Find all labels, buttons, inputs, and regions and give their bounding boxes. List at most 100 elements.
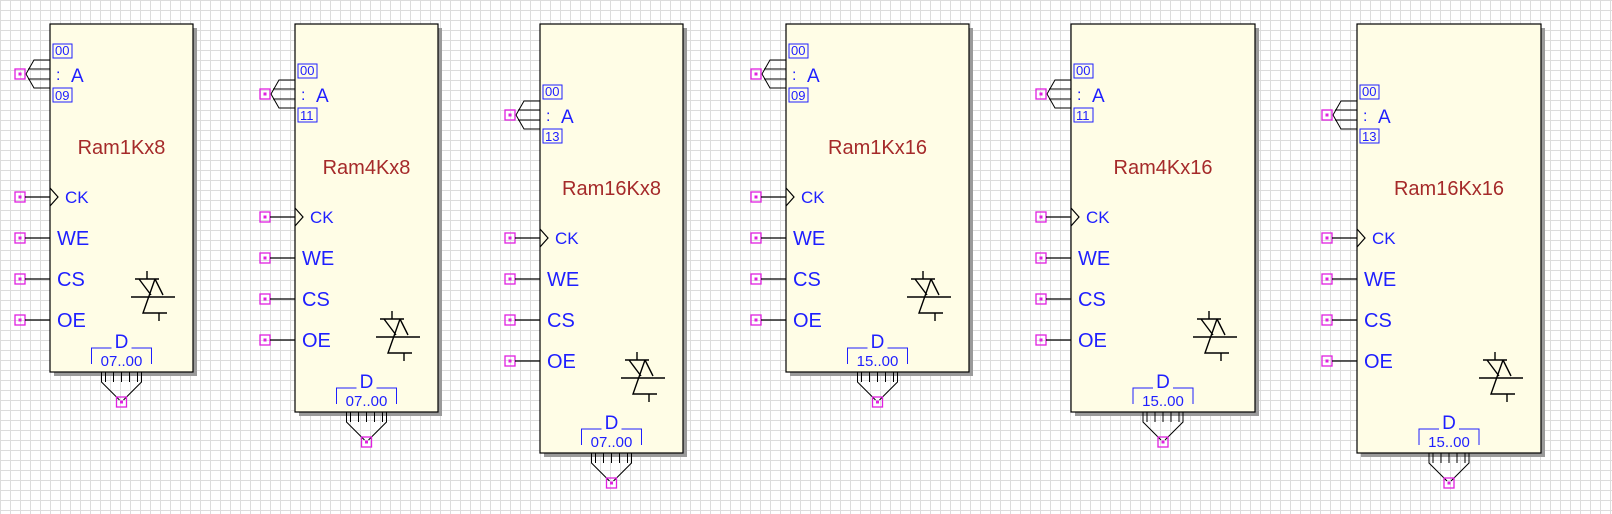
pin-port-cs-dot — [1039, 297, 1043, 301]
data-pin-label: D — [115, 332, 129, 353]
address-port-dot — [1325, 113, 1329, 117]
data-port-dot — [120, 400, 123, 404]
data-port[interactable] — [360, 436, 373, 448]
pin-port-ck-dot — [1039, 215, 1043, 219]
pin-port-oe-dot — [263, 338, 267, 342]
pin-label-we: WE — [793, 228, 825, 250]
pin-port-ck-dot — [18, 195, 22, 199]
block-body[interactable] — [1070, 23, 1256, 413]
block-body[interactable] — [785, 23, 970, 373]
pin-port-cs-dot — [1325, 318, 1329, 322]
data-bus-line — [1450, 453, 1470, 482]
data-pin-label: D — [605, 413, 619, 434]
addr-dots: : — [1363, 108, 1367, 125]
data-port-dot — [365, 440, 368, 444]
pin-label-cs: CS — [547, 310, 575, 332]
data-bracket — [581, 428, 602, 445]
data-pin-label: D — [360, 372, 374, 393]
data-port[interactable] — [871, 396, 884, 408]
pin-port-ck-dot — [263, 215, 267, 219]
address-port-dot — [263, 92, 267, 96]
data-bus-line — [613, 453, 632, 482]
pin-port-oe-dot — [1325, 359, 1329, 363]
pin-label-oe: OE — [1364, 351, 1393, 373]
data-bracket — [1173, 387, 1194, 404]
addr-end-box — [297, 107, 318, 123]
address-bus-line — [761, 59, 786, 75]
pin-port-oe-dot — [508, 359, 512, 363]
pin-port-we-dot — [754, 236, 758, 240]
part-name: Ram1Kx16 — [828, 137, 927, 159]
address-port[interactable] — [504, 109, 516, 121]
addr-start-box — [297, 63, 318, 79]
data-range-label: 15..00 — [857, 353, 899, 370]
data-bracket — [887, 347, 908, 364]
address-bus-line — [1046, 79, 1071, 95]
addr-end-box — [1359, 128, 1380, 144]
data-bus-line — [368, 412, 387, 441]
address-bus-line — [270, 93, 295, 109]
block-body[interactable] — [294, 23, 439, 413]
data-bus-line — [1142, 412, 1162, 441]
addr-start-box — [788, 43, 809, 59]
address-port[interactable] — [1321, 109, 1333, 121]
data-port[interactable] — [1157, 436, 1169, 448]
addr-end-box — [52, 87, 73, 103]
data-range-label: 07..00 — [101, 353, 143, 370]
pin-port-ck-dot — [754, 195, 758, 199]
addr-dots: : — [546, 108, 550, 125]
data-port-dot — [1447, 481, 1451, 485]
addr-start-label: 00 — [545, 84, 559, 99]
addr-start-label: 00 — [55, 43, 69, 58]
clock-edge-icon — [49, 187, 59, 207]
data-port[interactable] — [605, 477, 618, 489]
data-range-label: 15..00 — [1142, 393, 1184, 410]
data-pin-label: D — [871, 332, 885, 353]
address-bus-line — [25, 59, 50, 75]
pin-port-cs-dot — [18, 277, 22, 281]
addr-pin-label: A — [561, 107, 574, 128]
pin-label-oe: OE — [547, 351, 576, 373]
addr-end-label: 11 — [300, 108, 314, 123]
data-bus-line — [1164, 412, 1184, 441]
part-name: Ram1Kx8 — [78, 137, 166, 159]
address-port[interactable] — [750, 68, 762, 80]
addr-pin-label: A — [1378, 107, 1391, 128]
addr-end-label: 13 — [1362, 129, 1376, 144]
data-port-dot — [1161, 440, 1165, 444]
addr-dots: : — [1077, 87, 1081, 104]
pin-label-ck: CK — [1086, 208, 1110, 227]
clock-edge-icon — [785, 187, 795, 207]
addr-start-box — [542, 84, 563, 100]
pin-label-cs: CS — [793, 269, 821, 291]
pin-label-we: WE — [1078, 248, 1110, 270]
addr-start-label: 00 — [300, 63, 314, 78]
address-port[interactable] — [1035, 88, 1047, 100]
addr-end-label: 09 — [791, 88, 805, 103]
data-bus-line — [879, 372, 898, 401]
data-port[interactable] — [1443, 477, 1455, 489]
tristate-icon — [907, 271, 951, 321]
address-bus-line — [25, 73, 50, 89]
address-port-dot — [18, 72, 22, 76]
data-pin-label: D — [1156, 372, 1170, 393]
pin-label-ck: CK — [801, 188, 825, 207]
address-bus-line — [761, 73, 786, 89]
data-bracket — [376, 387, 397, 404]
address-port[interactable] — [14, 68, 26, 80]
block-body[interactable] — [539, 23, 684, 454]
data-port[interactable] — [115, 396, 128, 408]
address-port[interactable] — [259, 88, 271, 100]
data-bracket — [1132, 387, 1153, 404]
tristate-icon — [1479, 352, 1523, 402]
data-bracket — [131, 347, 152, 364]
data-port-dot — [876, 400, 879, 404]
block-body[interactable] — [49, 23, 194, 373]
pin-port-ck-dot — [1325, 236, 1329, 240]
